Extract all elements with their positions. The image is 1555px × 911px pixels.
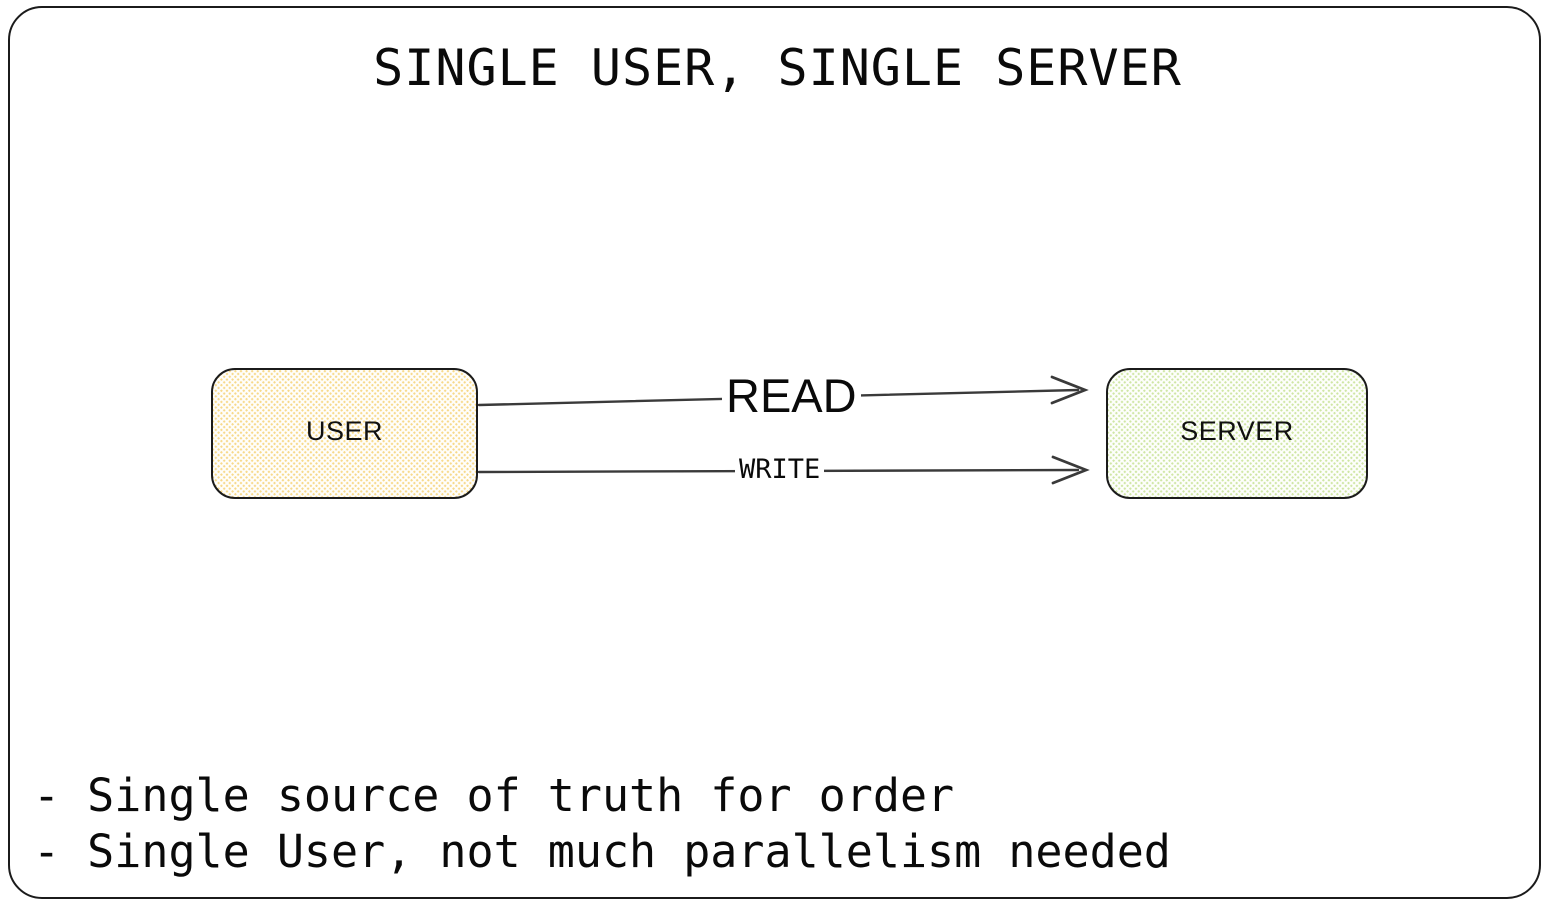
node-user-label: USER bbox=[305, 416, 383, 446]
notes-bullet-2: - Single User, not much parallelism need… bbox=[33, 825, 1171, 878]
node-user[interactable]: USER bbox=[211, 368, 478, 499]
node-server-label: SERVER bbox=[1180, 416, 1294, 446]
edge-label-read: READ bbox=[722, 371, 861, 421]
notes-list: - Single source of truth for order - Sin… bbox=[33, 768, 1171, 880]
slide-frame-border bbox=[8, 6, 1541, 899]
page-title: SINGLE USER, SINGLE SERVER bbox=[373, 39, 1182, 97]
node-server[interactable]: SERVER bbox=[1106, 368, 1368, 499]
notes-bullet-1: - Single source of truth for order bbox=[33, 769, 955, 822]
edge-label-write: WRITE bbox=[735, 454, 825, 486]
